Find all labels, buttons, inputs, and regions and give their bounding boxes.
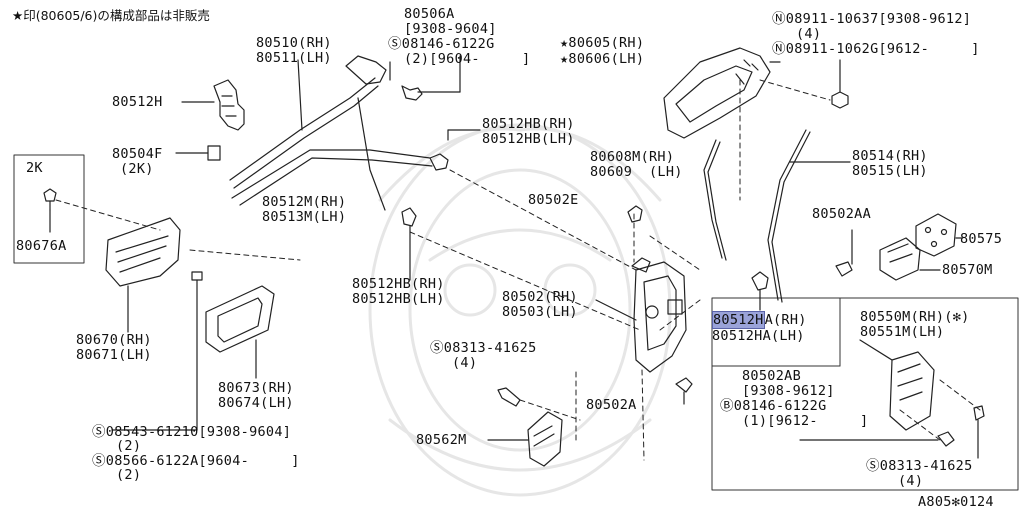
clip-part-80676a bbox=[43, 188, 57, 233]
label-80562m: 80562M bbox=[416, 432, 467, 448]
inset-box-2k bbox=[13, 154, 85, 264]
handle-part-80605 bbox=[663, 47, 781, 139]
label-08146-6122g-b: Ⓑ08146-6122G bbox=[720, 398, 827, 414]
label-80506a: 80506A bbox=[404, 6, 455, 22]
label-80512hb-lower-lh: 80512HB(LH) bbox=[352, 291, 445, 307]
screw-part-08543 bbox=[111, 271, 203, 431]
clip-part-80504f bbox=[207, 145, 221, 161]
label-80512hb-lower-rh: 80512HB(RH) bbox=[352, 276, 445, 292]
label-80511: 80511(LH) bbox=[256, 50, 332, 66]
label-08146-6122g-top-qty: (2)[9604- ] bbox=[404, 51, 531, 67]
escutcheon-part-80673 bbox=[205, 285, 275, 379]
label-80503: 80503(LH) bbox=[502, 304, 578, 320]
label-80674: 80674(LH) bbox=[218, 395, 294, 411]
screw-part-08313-left bbox=[497, 387, 521, 407]
bracket-part-80562m bbox=[487, 411, 563, 467]
label-80670: 80670(RH) bbox=[76, 332, 152, 348]
label-80551m: 80551M(LH) bbox=[860, 324, 945, 340]
label-80608m: 80608M(RH) bbox=[590, 149, 675, 165]
label-08543-qty: (2) bbox=[116, 438, 142, 454]
label-80676a: 80676A bbox=[16, 238, 67, 254]
label-80605: ★80605(RH) bbox=[560, 35, 645, 51]
lock-rods bbox=[229, 55, 433, 211]
plate-part-80575 bbox=[915, 213, 963, 257]
label-80512ha-rh: 80512HA(RH) bbox=[712, 311, 807, 329]
highlighted-part-number[interactable]: 80512H bbox=[712, 311, 765, 329]
guide-lines bbox=[55, 79, 981, 461]
label-08566-qty: (2) bbox=[116, 467, 142, 483]
label-80502aa: 80502AA bbox=[812, 206, 871, 222]
label-08911-10637-qty: (4) bbox=[796, 26, 822, 42]
label-80514: 80514(RH) bbox=[852, 148, 928, 164]
label-inset-2k: 2K bbox=[26, 160, 43, 176]
label-80502: 80502(RH) bbox=[502, 289, 578, 305]
label-80575: 80575 bbox=[960, 231, 1003, 247]
bolt-part-80502ab bbox=[799, 431, 955, 447]
label-08313-41625-right: Ⓢ08313-41625 bbox=[866, 458, 973, 474]
bolt-part-80502aa bbox=[835, 229, 853, 277]
clip-part-80512hb-upper bbox=[429, 129, 481, 171]
label-80504f: 80504F bbox=[112, 146, 163, 162]
label-80512m: 80512M(RH) bbox=[262, 194, 347, 210]
actuator-part-80550m bbox=[859, 339, 935, 431]
label-80673: 80673(RH) bbox=[218, 380, 294, 396]
label-80609: 80609 (LH) bbox=[590, 164, 683, 180]
label-80502e: 80502E bbox=[528, 192, 579, 208]
retainer-part-80512h bbox=[181, 79, 245, 131]
label-80502a: 80502A bbox=[586, 397, 637, 413]
clip-part-80512ha bbox=[751, 271, 769, 291]
label-80671: 80671(LH) bbox=[76, 347, 152, 363]
label-08543: Ⓢ08543-61210[9308-9604] bbox=[92, 424, 292, 440]
label-80502ab-date: [9308-9612] bbox=[742, 383, 835, 399]
label-08313-41625-left-qty: (4) bbox=[452, 355, 478, 371]
label-80502ab: 80502AB bbox=[742, 368, 801, 384]
lock-part-80502 bbox=[631, 257, 687, 373]
label-80606: ★80606(LH) bbox=[560, 51, 645, 67]
watermark-emblem bbox=[368, 123, 672, 497]
label-80510: 80510(RH) bbox=[256, 35, 332, 51]
label-80515: 80515(LH) bbox=[852, 163, 928, 179]
label-80506a-date: [9308-9604] bbox=[404, 21, 497, 37]
label-08313-41625-left: Ⓢ08313-41625 bbox=[430, 340, 537, 356]
label-08566: Ⓢ08566-6122A[9604- ] bbox=[92, 453, 300, 469]
label-80550m: 80550M(RH)(✻) bbox=[860, 309, 970, 325]
note-not-sold: ★印(80605/6)の構成部品は非販売 bbox=[12, 8, 210, 23]
label-08313-41625-right-qty: (4) bbox=[898, 473, 924, 489]
label-80512ha-lh: 80512HA(LH) bbox=[712, 328, 805, 344]
label-80512hb-upper-lh: 80512HB(LH) bbox=[482, 131, 575, 147]
screw-part-08313-right bbox=[973, 405, 985, 459]
label-80512h: 80512H bbox=[112, 94, 163, 110]
clip-part-80502e bbox=[627, 205, 643, 223]
label-08146-6122g-top: Ⓢ08146-6122G bbox=[388, 36, 495, 52]
label-80570m: 80570M bbox=[942, 262, 993, 278]
label-80512hb-upper-rh: 80512HB(RH) bbox=[482, 116, 575, 132]
label-08146-6122g-b-qty: (1)[9612- ] bbox=[742, 413, 869, 429]
bolt-part-80502a bbox=[675, 377, 693, 405]
label-08911-1062g: Ⓝ08911-1062G[9612- ] bbox=[772, 41, 980, 57]
rod-part-80514 bbox=[767, 129, 807, 301]
bolt-part-80506a bbox=[401, 55, 461, 101]
striker-part-80570m bbox=[879, 237, 941, 281]
label-08911-10637: Ⓝ08911-10637[9308-9612] bbox=[772, 11, 972, 27]
handle-part-80670 bbox=[105, 217, 181, 333]
clip-part-80512hb-lower bbox=[401, 207, 417, 281]
label-80504f-2k: (2K) bbox=[120, 161, 154, 177]
inset-box-lock bbox=[711, 297, 1019, 491]
label-80513m: 80513M(LH) bbox=[262, 209, 347, 225]
rod-part-80608m bbox=[703, 139, 723, 259]
diagram-code: A805✻0124 bbox=[918, 494, 994, 510]
nut-part-08911 bbox=[831, 59, 849, 109]
